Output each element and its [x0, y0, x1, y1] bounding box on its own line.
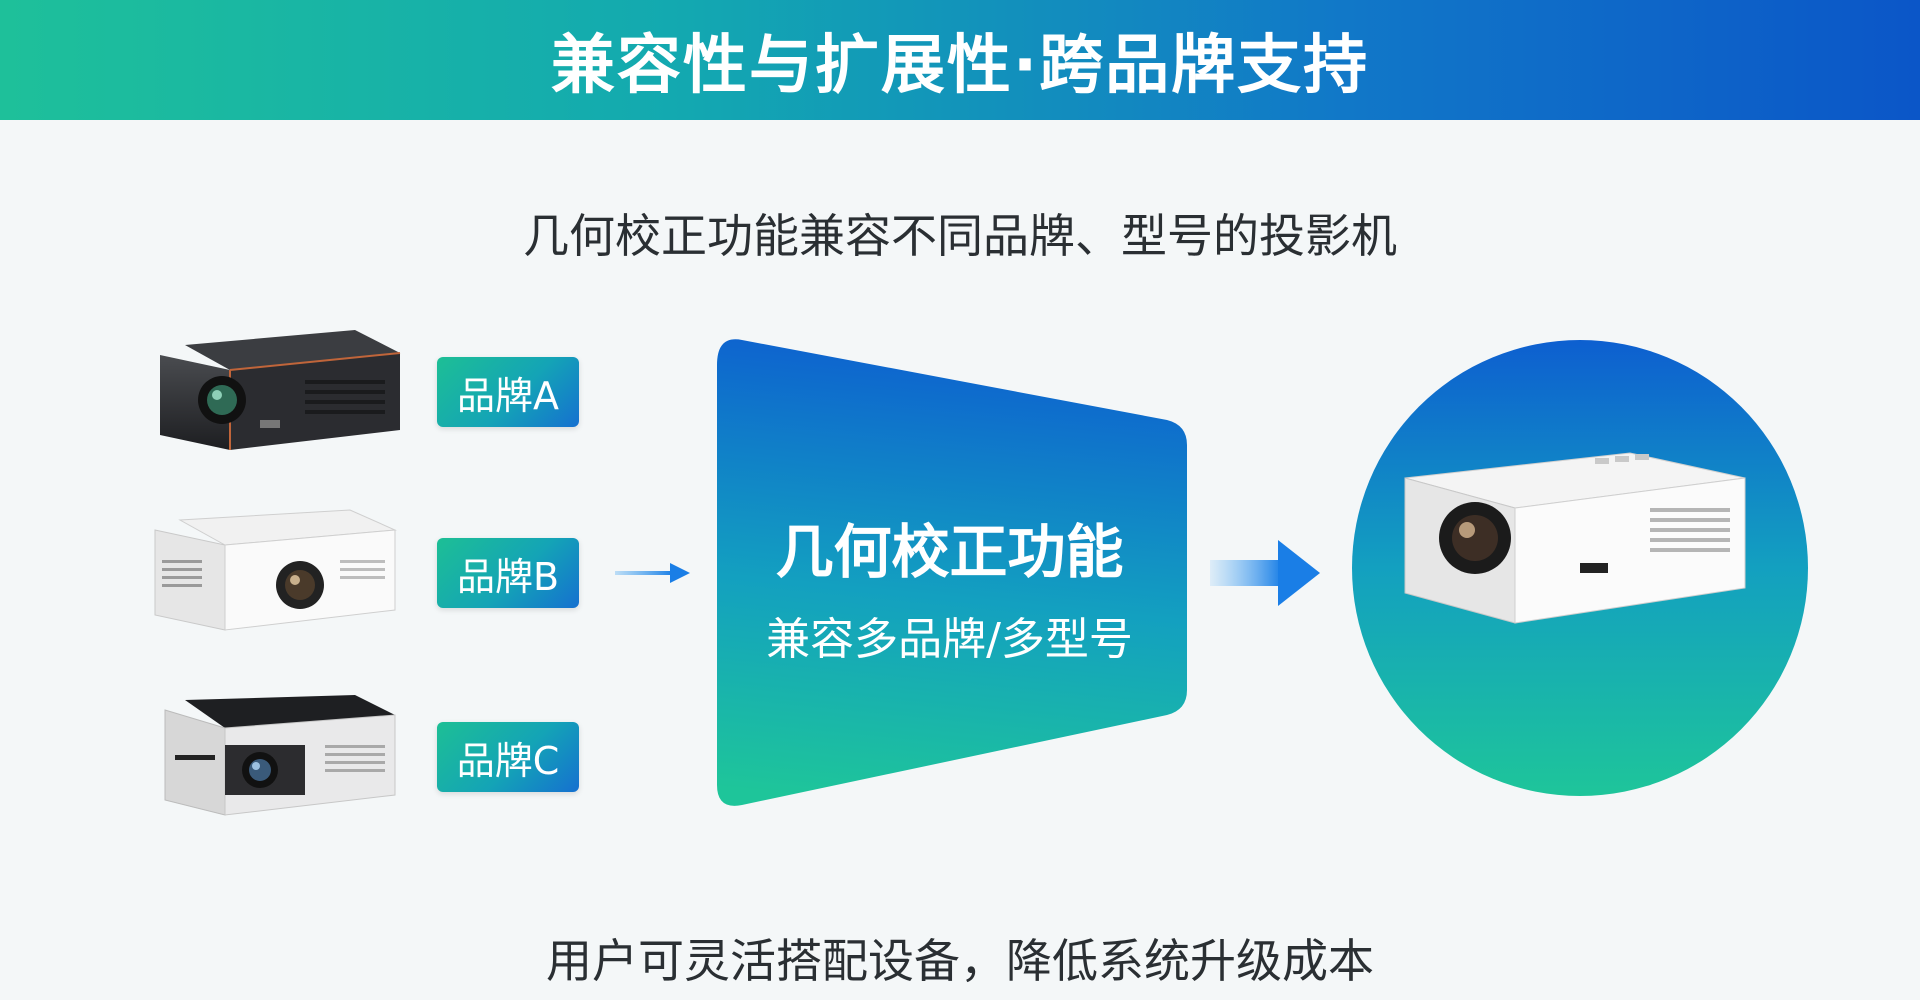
- center-panel-text: 几何校正功能 兼容多品牌/多型号: [712, 505, 1187, 667]
- brand-badge-b: 品牌B: [437, 538, 579, 608]
- geometry-correction-panel: [712, 335, 1187, 810]
- brand-badge-c: 品牌C: [437, 722, 579, 792]
- footer-text: 用户可灵活搭配设备，降低系统升级成本: [546, 934, 1374, 988]
- projector-silver-icon: [160, 690, 410, 820]
- projector-white-icon: [1404, 452, 1746, 624]
- output-projector-circle: [1350, 338, 1810, 798]
- page-title: 兼容性与扩展性·跨品牌支持: [550, 29, 1370, 103]
- brand-badge-a: 品牌A: [437, 357, 579, 427]
- projector-white-icon: [150, 505, 400, 635]
- subtitle: 几何校正功能兼容不同品牌、型号的投影机: [523, 209, 1397, 263]
- projector-dark-icon: [155, 325, 405, 455]
- panel-title: 几何校正功能: [775, 518, 1124, 586]
- arrow-right-icon: [1210, 538, 1320, 608]
- panel-subtitle: 兼容多品牌/多型号: [766, 614, 1133, 665]
- header-banner: 兼容性与扩展性·跨品牌支持: [0, 0, 1920, 120]
- arrow-right-icon: [615, 558, 690, 588]
